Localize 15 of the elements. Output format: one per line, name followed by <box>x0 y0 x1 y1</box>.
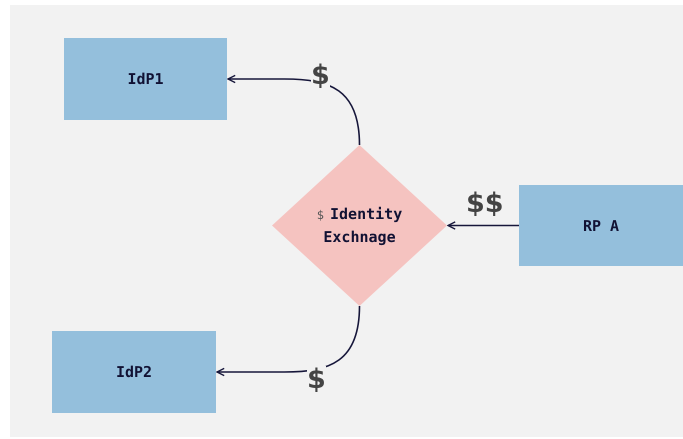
process-box <box>519 185 683 266</box>
node-label: Identity Exchnage <box>323 205 402 246</box>
edge-label: $$ <box>466 190 504 217</box>
decision-diamond <box>272 145 447 306</box>
node-label: IdP1 <box>127 70 164 88</box>
arrow <box>447 221 519 230</box>
edge-label: $ <box>307 366 326 393</box>
arrow <box>227 74 360 146</box>
arrow <box>216 306 360 376</box>
node-label: $ <box>316 208 324 222</box>
node-label: RP A <box>582 216 620 234</box>
node-label: IdP2 <box>116 363 152 381</box>
process-box <box>52 331 216 413</box>
process-box <box>64 38 227 120</box>
edge-label: $ <box>311 62 330 89</box>
